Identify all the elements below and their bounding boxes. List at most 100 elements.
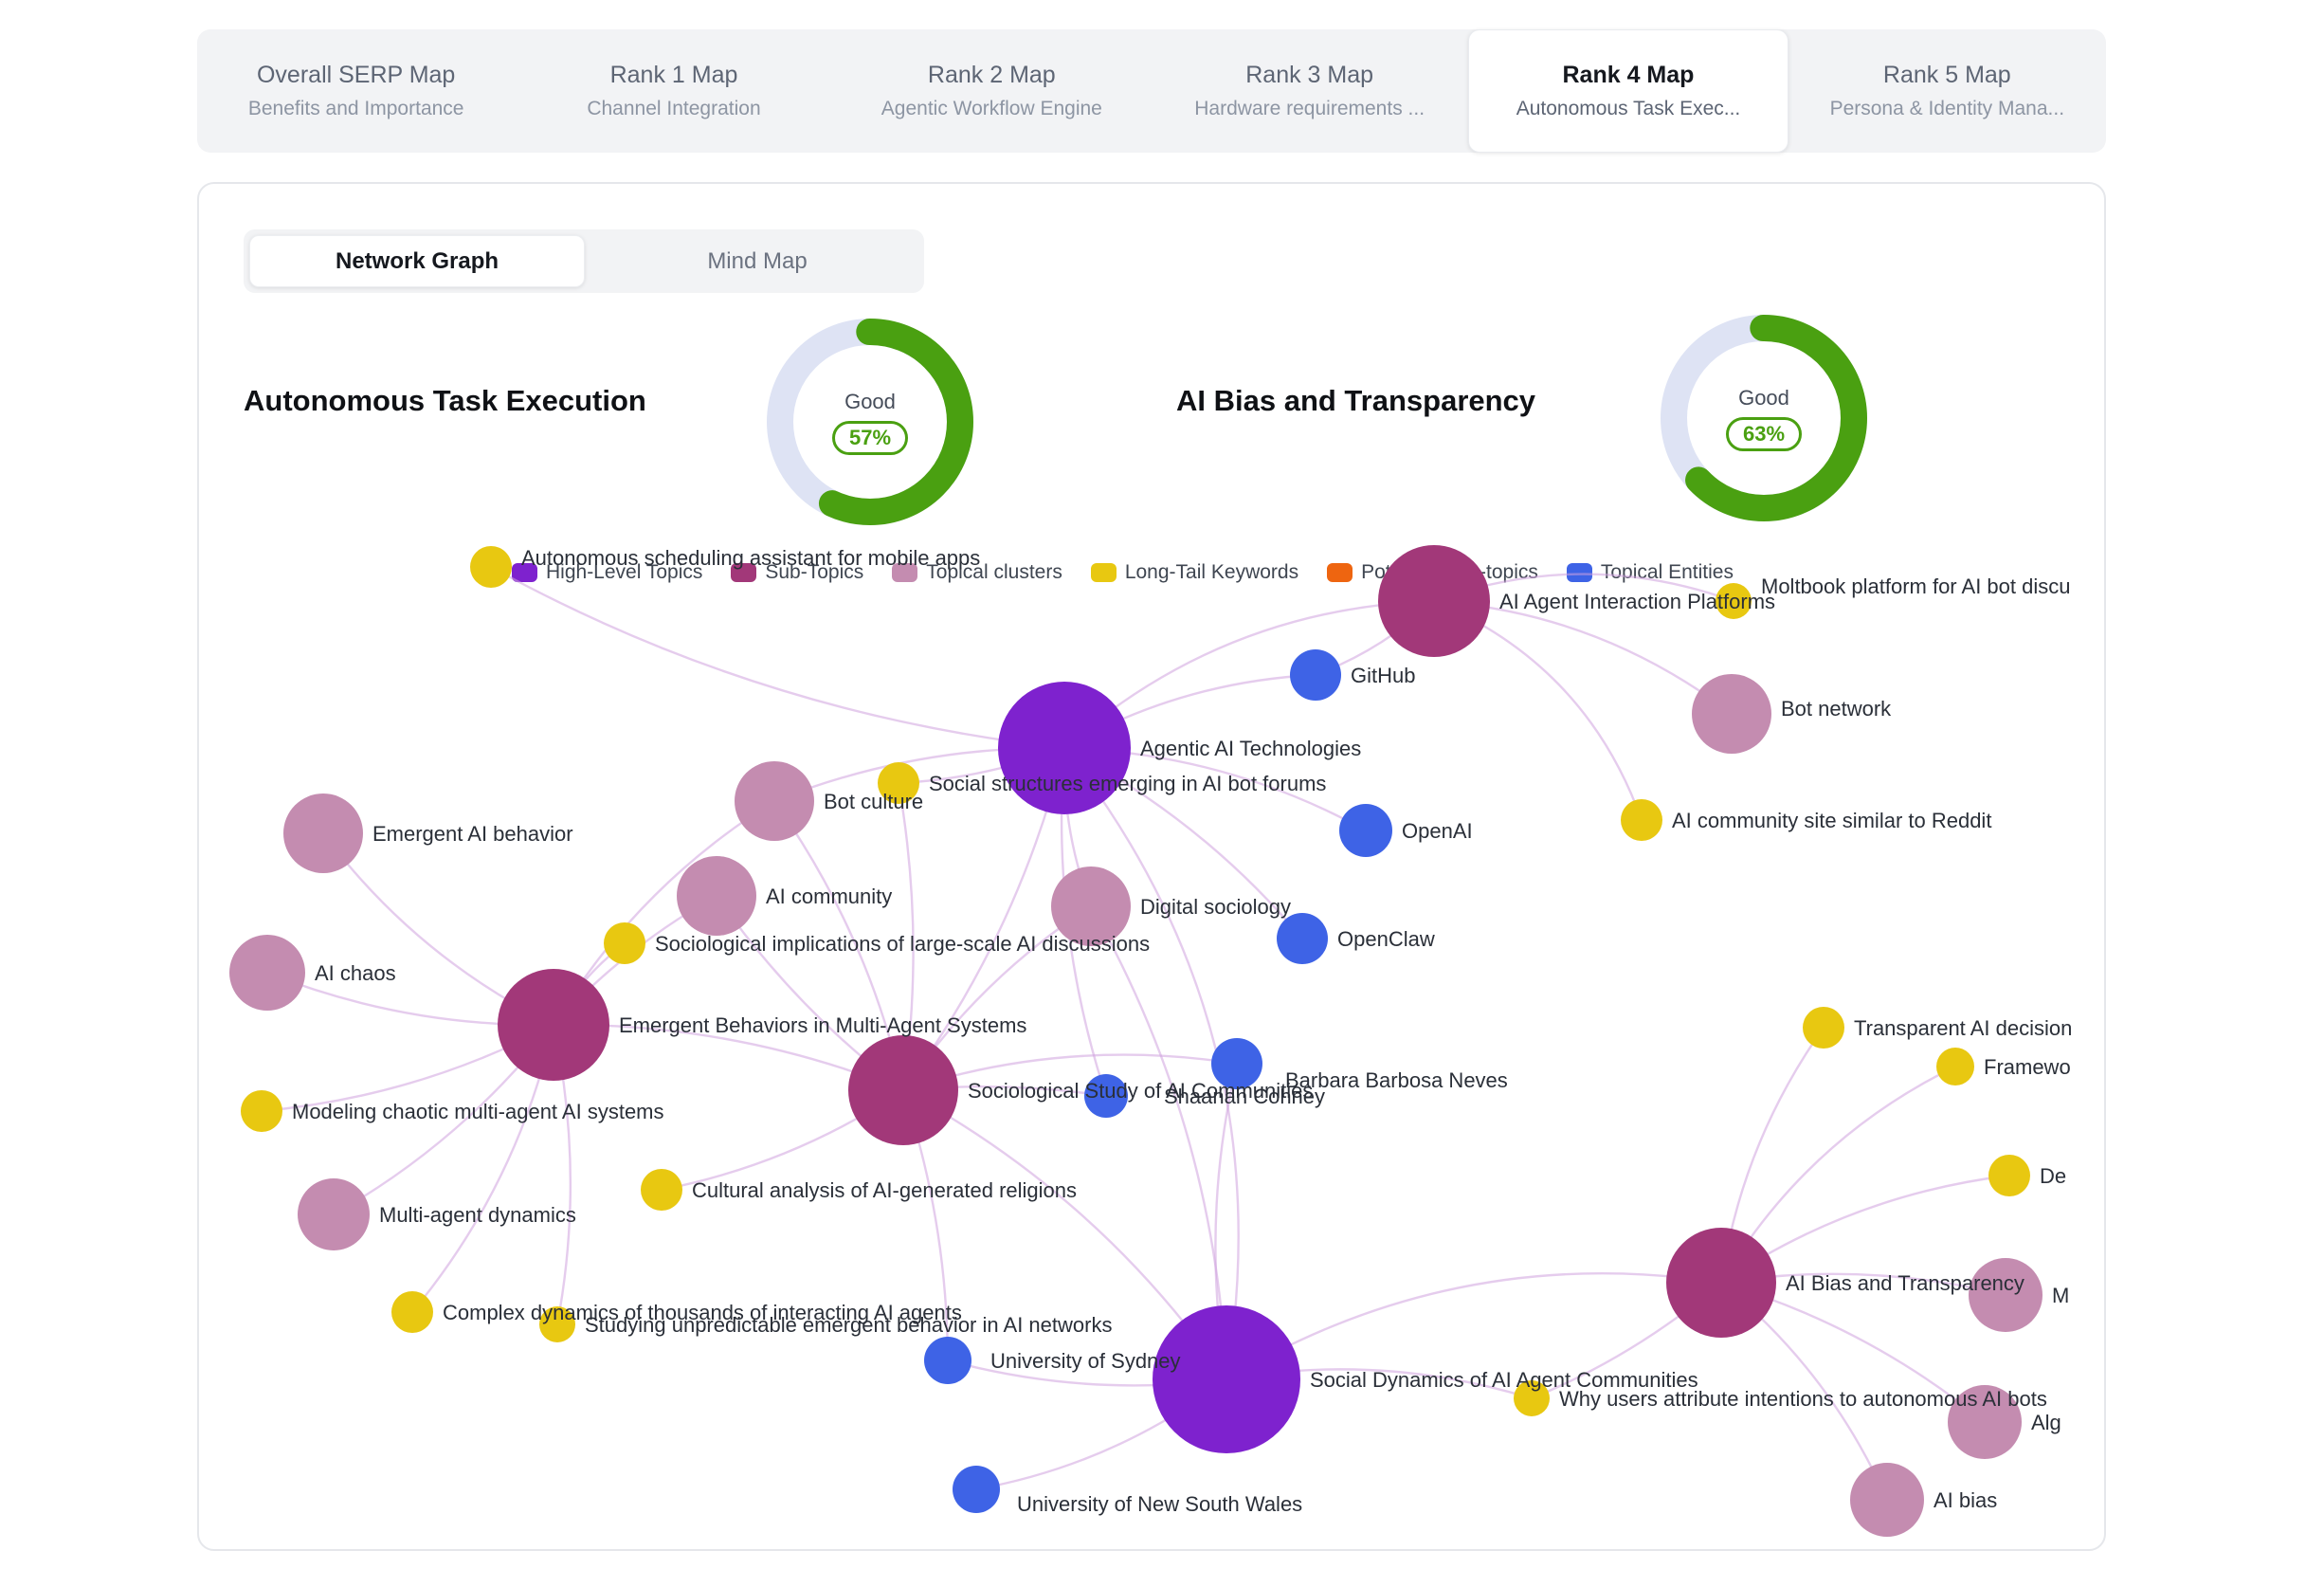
graph-node-unsw[interactable] — [953, 1466, 1000, 1513]
graph-node-label-transparent: Transparent AI decision — [1854, 1016, 2072, 1040]
graph-node-digsoc[interactable] — [1051, 866, 1131, 946]
graph-node-openclaw[interactable] — [1277, 913, 1328, 964]
graph-node-complexdyn[interactable] — [391, 1291, 433, 1333]
graph-node-socimpl[interactable] — [604, 922, 645, 964]
graph-node-label-pinkm: M — [2052, 1284, 2069, 1307]
score-gauge-right: Good 63% — [1655, 309, 1873, 527]
graph-node-cultural[interactable] — [641, 1169, 682, 1211]
graph-node-label-autosched: Autonomous scheduling assistant for mobi… — [521, 546, 980, 570]
graph-node-socialstruct[interactable] — [878, 762, 919, 804]
tab-subtitle: Agentic Workflow Engine — [881, 98, 1102, 119]
gauge-ring — [1661, 315, 1867, 521]
gauge-rating-label: Good — [1738, 385, 1789, 410]
graph-node-label-agentic: Agentic AI Technologies — [1140, 737, 1361, 760]
graph-node-openai[interactable] — [1339, 804, 1392, 857]
legend-item-topical-clusters: Topical clusters — [892, 561, 1062, 584]
graph-node-transparent[interactable] — [1803, 1007, 1844, 1049]
gauge-percent-badge: 63% — [1725, 416, 1803, 451]
tab-title: Rank 4 Map — [1562, 62, 1695, 88]
gauge-ring — [767, 319, 973, 525]
graph-node-aicommunity[interactable] — [677, 856, 756, 936]
tab-rank-4-map[interactable]: Rank 4 Map Autonomous Task Exec... — [1468, 29, 1788, 153]
graph-node-label-socialstruct: Social structures emerging in AI bot for… — [929, 772, 1326, 795]
graph-node-label-aichaos: AI chaos — [315, 961, 396, 985]
graph-node-shaanan[interactable] — [1084, 1074, 1128, 1118]
graph-node-botculture[interactable] — [735, 761, 814, 841]
graph-node-multiagent[interactable] — [298, 1178, 370, 1250]
graph-node-botnetwork[interactable] — [1692, 674, 1771, 754]
graph-node-moltbook[interactable] — [1716, 583, 1752, 619]
graph-node-socstudy[interactable] — [848, 1035, 958, 1145]
graph-node-label-digsoc: Digital sociology — [1140, 895, 1291, 919]
graph-node-whyusers[interactable] — [1514, 1380, 1550, 1416]
graph-node-autosched[interactable] — [470, 546, 512, 588]
gauge-arc — [767, 319, 973, 525]
graph-node-label-unsw: University of New South Wales — [1017, 1492, 1302, 1516]
legend-swatch-sub-topics — [731, 563, 757, 582]
graph-node-label-aicommsite: AI community site similar to Reddit — [1672, 809, 1991, 832]
graph-node-emergent[interactable] — [498, 969, 609, 1081]
legend-swatch-potential-sub-topics — [1327, 563, 1353, 582]
graph-node-platforms[interactable] — [1378, 545, 1490, 657]
view-switcher: Network Graph Mind Map — [244, 229, 924, 293]
legend-item-high-level-topics: High-Level Topics — [512, 561, 702, 584]
tab-subtitle: Persona & Identity Mana... — [1829, 98, 2065, 119]
graph-node-label-complexdyn: Complex dynamics of thousands of interac… — [443, 1301, 962, 1324]
tab-rank-2-map[interactable]: Rank 2 Map Agentic Workflow Engine — [833, 29, 1151, 153]
graph-node-label-cultural: Cultural analysis of AI-generated religi… — [692, 1178, 1077, 1202]
graph-node-label-studying: Studying unpredictable emergent behavior… — [585, 1313, 1112, 1337]
tab-network-graph[interactable]: Network Graph — [249, 235, 585, 287]
graph-node-de[interactable] — [1988, 1155, 2030, 1196]
graph-node-github[interactable] — [1290, 649, 1341, 701]
graph-node-label-emergent: Emergent Behaviors in Multi-Agent System… — [619, 1013, 1026, 1037]
section-title-autonomous-task-execution: Autonomous Task Execution — [244, 384, 646, 417]
graph-node-pinkalg[interactable] — [1948, 1385, 2022, 1459]
graph-node-label-aicommunity: AI community — [766, 885, 892, 908]
gauge-center: Good 63% — [1655, 309, 1873, 527]
graph-node-label-botculture: Bot culture — [824, 790, 923, 813]
legend-label: High-Level Topics — [546, 561, 703, 583]
graph-node-label-socimpl: Sociological implications of large-scale… — [655, 932, 1150, 956]
tab-title: Rank 5 Map — [1882, 62, 2011, 88]
graph-node-emergentai[interactable] — [283, 794, 363, 873]
graph-node-sydney[interactable] — [924, 1337, 971, 1384]
tab-rank-5-map[interactable]: Rank 5 Map Persona & Identity Mana... — [1788, 29, 2106, 153]
legend-label: Topical clusters — [926, 561, 1062, 583]
graph-node-pinkm[interactable] — [1969, 1258, 2043, 1332]
graph-node-studying[interactable] — [539, 1306, 575, 1342]
gauge-rating-label: Good — [844, 389, 896, 413]
graph-node-aicommsite[interactable] — [1621, 799, 1662, 841]
graph-node-label-aibias: AI Bias and Transparency — [1786, 1271, 2024, 1295]
tab-overall-serp-map[interactable]: Overall SERP Map Benefits and Importance — [197, 29, 515, 153]
graph-node-agentic[interactable] — [998, 682, 1131, 814]
graph-legend: High-Level Topics Sub-Topics Topical clu… — [512, 561, 1734, 584]
graph-node-modeling[interactable] — [241, 1090, 282, 1132]
tab-subtitle: Channel Integration — [587, 98, 761, 119]
graph-node-label-de: De — [2040, 1164, 2066, 1188]
graph-node-label-socstudy: Sociological Study of AI Communities — [968, 1079, 1313, 1103]
tab-title: Overall SERP Map — [256, 62, 456, 88]
legend-swatch-high-level-topics — [512, 563, 537, 582]
graph-node-aibias[interactable] — [1666, 1228, 1776, 1338]
gauge-arc — [1661, 315, 1867, 521]
graph-node-pinkaibias[interactable] — [1850, 1463, 1924, 1537]
graph-node-aichaos[interactable] — [229, 935, 305, 1011]
tab-rank-1-map[interactable]: Rank 1 Map Channel Integration — [515, 29, 832, 153]
gauge-center: Good 57% — [761, 313, 979, 531]
tab-subtitle: Autonomous Task Exec... — [1516, 98, 1741, 119]
score-gauge-left: Good 57% — [761, 313, 979, 531]
tab-rank-3-map[interactable]: Rank 3 Map Hardware requirements ... — [1151, 29, 1468, 153]
graph-node-label-framework: Framewo — [1984, 1055, 2071, 1079]
graph-node-label-shaanan: Shaanan Cohney — [1164, 1085, 1325, 1108]
graph-node-label-github: GitHub — [1351, 664, 1415, 687]
graph-node-label-platforms: AI Agent Interaction Platforms — [1499, 590, 1775, 613]
legend-swatch-topical-entities — [1566, 563, 1592, 582]
legend-label: Long-Tail Keywords — [1124, 561, 1299, 583]
graph-node-social-dynamics[interactable] — [1153, 1305, 1300, 1453]
graph-node-label-emergentai: Emergent AI behavior — [372, 822, 573, 846]
graph-node-label-moltbook: Moltbook platform for AI bot discu — [1761, 575, 2071, 598]
tab-mind-map[interactable]: Mind Map — [707, 247, 808, 274]
graph-node-framework[interactable] — [1936, 1048, 1974, 1085]
graph-node-barbara[interactable] — [1211, 1038, 1262, 1089]
